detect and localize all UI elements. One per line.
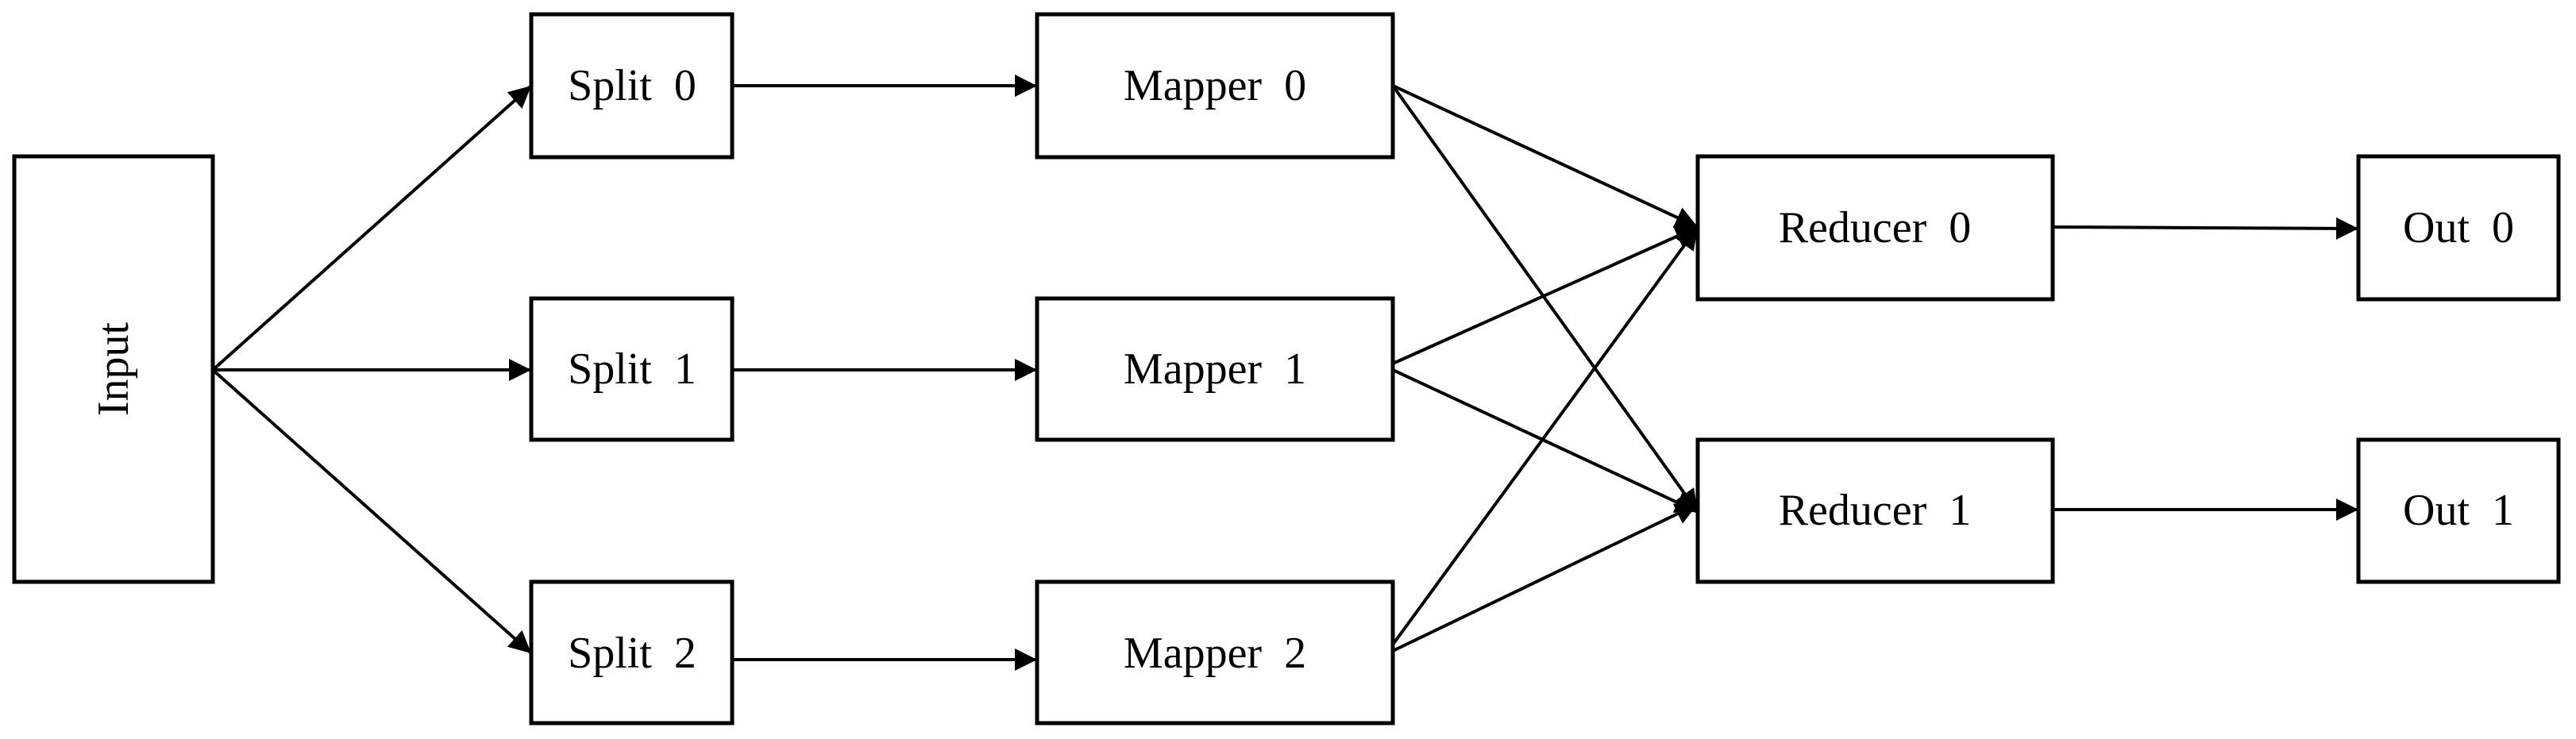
- node-split-1-label: Split 1: [568, 344, 696, 394]
- node-mapper-1-label: Mapper 1: [1124, 344, 1306, 394]
- node-out-1-label: Out 1: [2403, 486, 2514, 535]
- node-out-0-box: [2356, 154, 2561, 302]
- node-mapper-2-box: [1035, 579, 1395, 726]
- node-mapper-0-box: [1035, 12, 1395, 160]
- node-mapper-1: Mapper 1: [1035, 296, 1395, 442]
- node-mapper-2: Mapper 2: [1035, 579, 1395, 726]
- edge-mapper-2-reducer-0: [1391, 225, 1699, 646]
- edge-mapper-1-reducer-1: [1392, 368, 1699, 514]
- edge-mapper-0-reducer-0: [1392, 84, 1699, 229]
- node-mapper-0-label: Mapper 0: [1124, 61, 1306, 110]
- edge-reducer-0-out-0: [2052, 217, 2359, 240]
- node-split-0-box: [529, 12, 735, 160]
- node-split-2-label: Split 2: [568, 629, 696, 678]
- node-input: Input: [12, 154, 215, 584]
- node-reducer-1-label: Reducer 1: [1779, 486, 1972, 535]
- node-out-1-box: [2356, 437, 2561, 584]
- edges: [211, 75, 2359, 671]
- node-mapper-0: Mapper 0: [1035, 12, 1395, 160]
- node-split-1: Split 1: [529, 296, 735, 442]
- node-split-0-label: Split 0: [568, 61, 696, 110]
- node-input-box: [12, 154, 215, 584]
- node-reducer-1-box: [1695, 437, 2055, 584]
- node-out-0: Out 0: [2356, 154, 2561, 302]
- node-split-2: Split 2: [529, 579, 735, 726]
- node-reducer-0-label: Reducer 0: [1779, 203, 1972, 252]
- node-split-0: Split 0: [529, 12, 735, 160]
- edge-input-split-2: [211, 368, 533, 655]
- node-reducer-0-box: [1695, 154, 2055, 302]
- nodes: Input Split 0 Split 1 Split 2 Mapper 0: [12, 12, 2561, 726]
- edge-mapper-0-reducer-1: [1391, 84, 1699, 514]
- edge-mapper-2-reducer-1: [1392, 502, 1699, 652]
- edge-input-split-0: [211, 84, 533, 371]
- node-input-label: Input: [89, 321, 138, 416]
- node-mapper-1-box: [1035, 296, 1395, 442]
- node-mapper-2-label: Mapper 2: [1124, 629, 1306, 678]
- node-reducer-0: Reducer 0: [1695, 154, 2055, 302]
- edge-mapper-1-reducer-0: [1392, 225, 1699, 365]
- node-split-2-box: [529, 579, 735, 726]
- node-out-0-label: Out 0: [2403, 203, 2514, 252]
- node-split-1-box: [529, 296, 735, 442]
- node-reducer-1: Reducer 1: [1695, 437, 2055, 584]
- node-out-1: Out 1: [2356, 437, 2561, 584]
